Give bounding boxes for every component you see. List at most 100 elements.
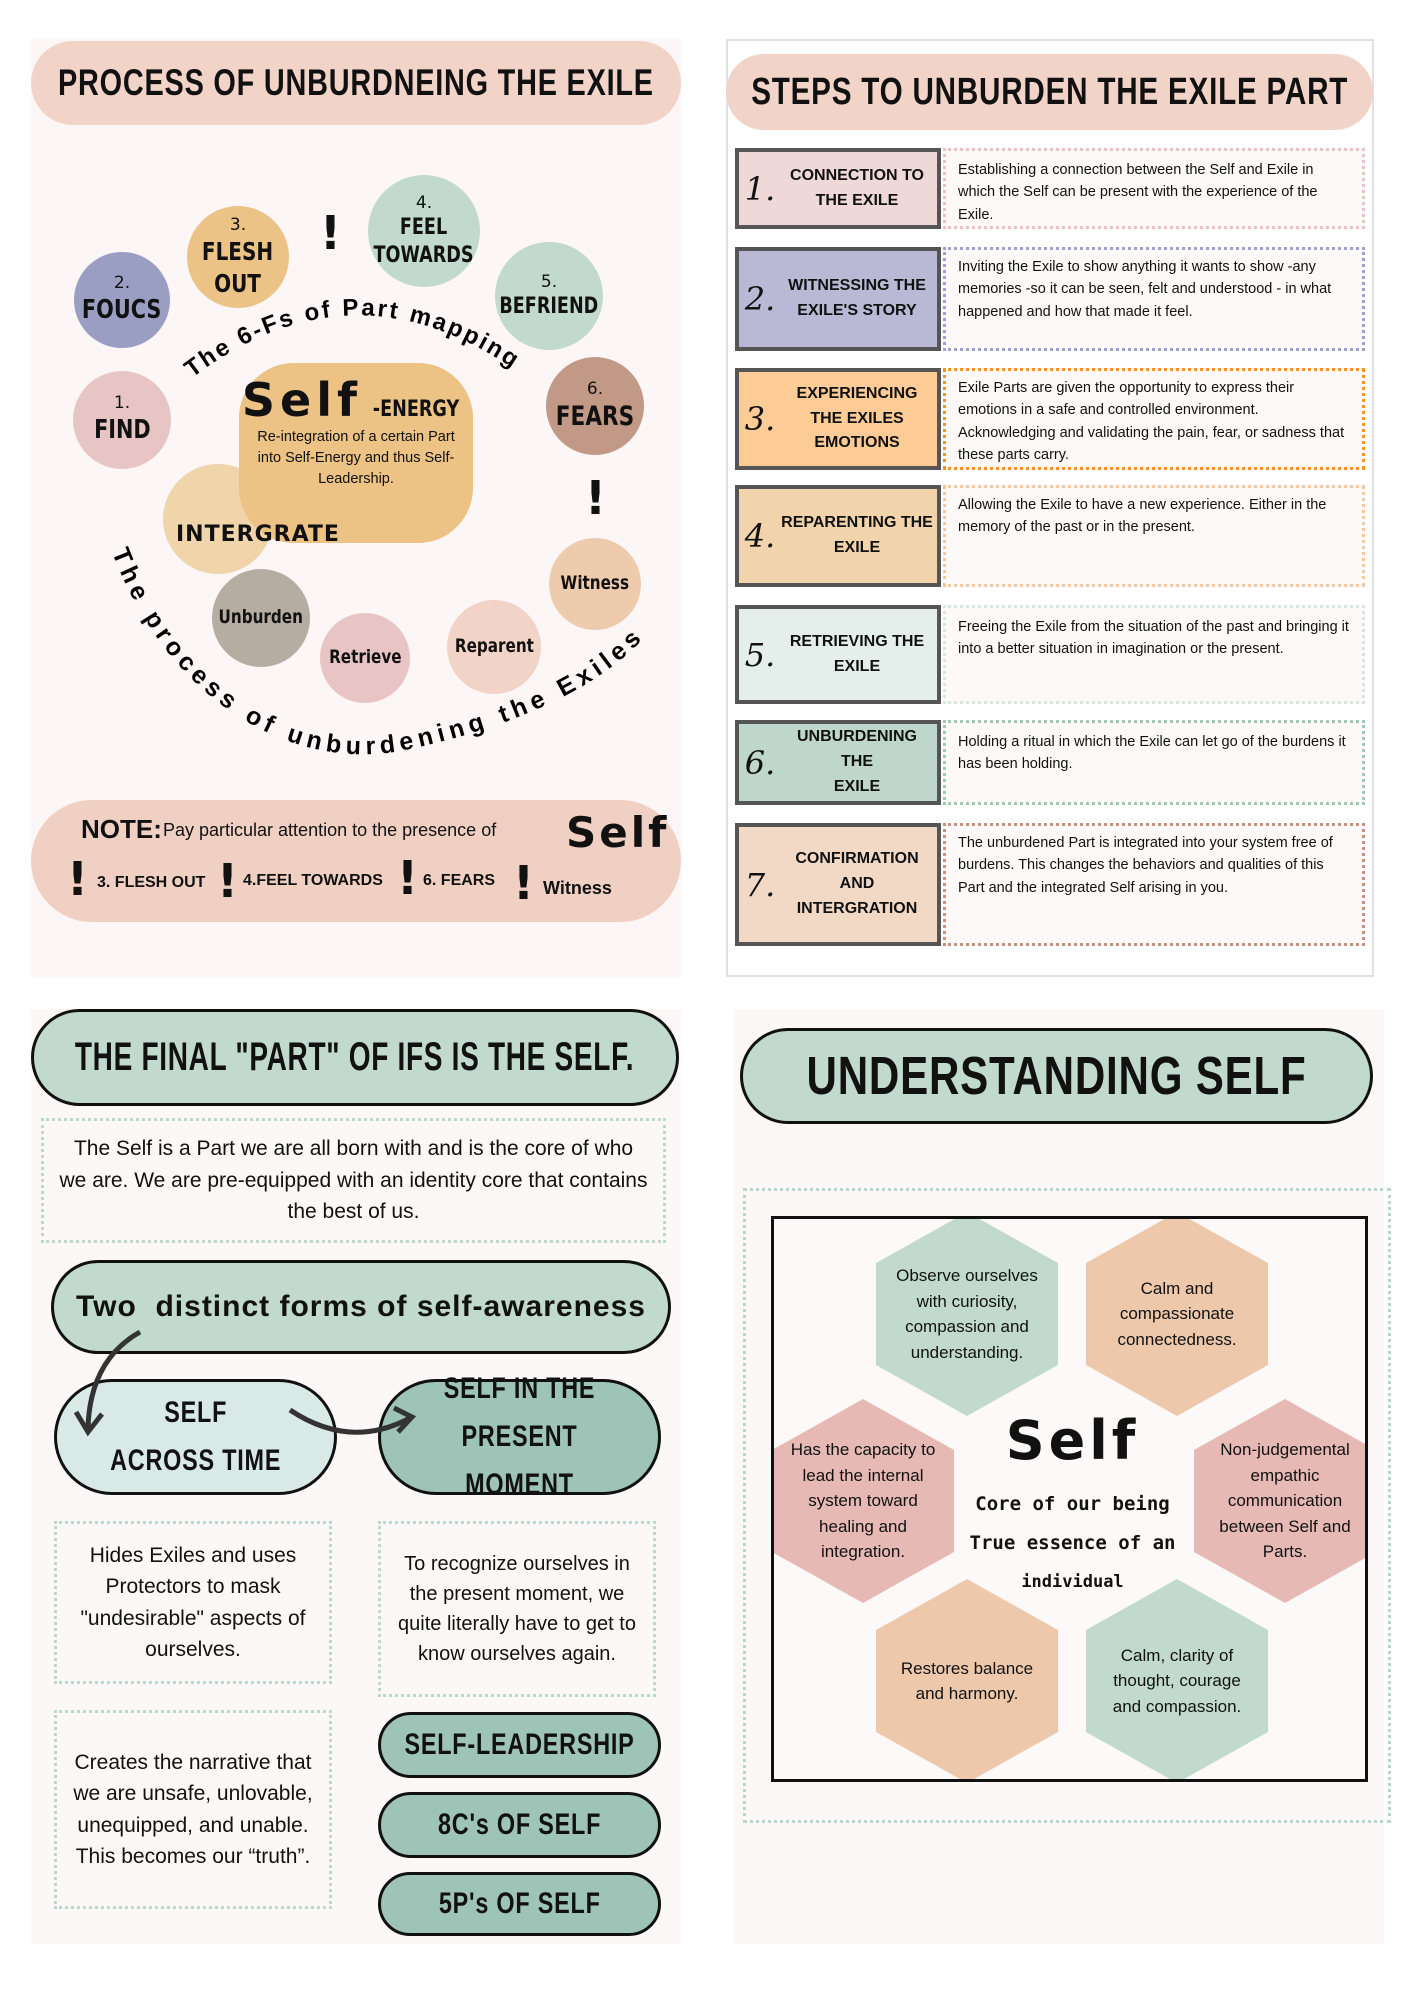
step-title: EXPERIENCING THE EXILES EMOTIONS [796,384,918,452]
note-item: 3. FLESH OUT [97,874,206,891]
process-title-text: PROCESS OF UNBURDNEING THE EXILE [58,62,654,103]
circle-label: Unburden [218,606,304,629]
step-title-box: 7.CONFIRMATION AND INTERGRATION [735,823,941,946]
step-description-box: Holding a ritual in which the Exile can … [943,720,1365,805]
circle-label: FOUCS [82,295,162,326]
curved-arrow-icon [73,1329,417,1437]
self-intro-box: The Self is a Part we are all born with … [41,1118,666,1243]
eight-cs-label: 8C's OF SELF [437,1808,602,1841]
circle-retrieve: Retrieve [320,613,410,703]
understanding-self-title-text: UNDERSTANDING SELF [806,1046,1307,1106]
circle-label: FIND [93,415,151,446]
self-diagram-frame: Observe ourselves with curiosity, compas… [771,1216,1368,1782]
circle-label: Retrieve [328,646,402,669]
arc-letter: t [388,297,400,325]
step-description: Allowing the Exile to have a new experie… [958,497,1327,536]
five-ps-button[interactable]: 5P's OF SELF [378,1872,661,1936]
across-time-text-2: Creates the narrative that we are unsafe… [73,1750,313,1869]
circle-label: FEARS [555,400,635,432]
step-title-box: 2.WITNESSING THE EXILE'S STORY [735,247,941,351]
exclamation-icon: ! [513,856,534,910]
circle-label: FLESH OUT [202,237,274,298]
self-present-moment-button[interactable]: SELF IN THE PRESENT MOMENT [378,1372,661,1501]
final-part-title-text: THE FINAL "PART" OF IFS IS THE SELF. [75,1035,635,1079]
arc-letter: g [464,708,487,739]
arc-letter: o [302,298,322,327]
exclamation-icon: ! [67,852,88,906]
arc-letter: u [284,719,307,750]
circle-feel-towards: 4.FEEL TOWARDS [368,175,480,287]
circle-number: 1. [113,393,131,414]
arc-letter: b [324,729,343,759]
final-part-title: THE FINAL "PART" OF IFS IS THE SELF. [31,1009,679,1106]
step-description-box: Exile Parts are given the opportunity to… [943,368,1365,470]
step-title: UNBURDENING THE EXILE [797,728,917,795]
circle-focus: 2.FOUCS [74,252,170,348]
step-number: 6. [744,743,776,782]
note-label: NOTE: [81,814,162,844]
step-title-box: 3. EXPERIENCING THE EXILES EMOTIONS [735,368,941,470]
circle-befriend: 5.BEFRIEND [495,242,603,350]
self-across-time-button[interactable]: SELF ACROSS TIME [54,1379,337,1495]
circle-label: Witness [560,572,630,595]
process-title: PROCESS OF UNBURDNEING THE EXILE [31,41,681,125]
arc-letter: d [378,730,397,760]
arc-letter: P [342,294,359,321]
step-description: Inviting the Exile to show anything it w… [958,259,1332,320]
self-intro-text: The Self is a Part we are all born with … [59,1137,648,1224]
note-text: Pay particular attention to the presence… [163,820,497,840]
self-quality-hexagon: Restores balance and harmony. [876,1579,1058,1779]
forms-title-text: Two distinct forms of self-awareness [76,1290,646,1323]
step-description-box: Establishing a connection between the Se… [943,148,1365,229]
self-word: Self [241,373,363,427]
step-number: 4. [744,517,776,555]
intergrate-label: INTERGRATE [176,522,340,547]
step-description: Freeing the Exile from the situation of … [958,619,1349,658]
exclamation-icon: ! [320,206,341,260]
hexagon-text: Has the capacity to lead the internal sy… [790,1440,936,1562]
arc-letter: a [361,294,376,322]
self-energy-box: Self -ENERGY Re-integration of a certain … [239,363,473,543]
step-description-box: Freeing the Exile from the situation of … [943,605,1365,704]
forms-title: Two distinct forms of self-awareness [51,1260,671,1354]
step-description: The unburdened Part is integrated into y… [958,835,1333,896]
arc-letter: f [320,296,333,324]
steps-title: STEPS TO UNBURDEN THE EXILE PART [726,54,1373,130]
self-quality-hexagon: Observe ourselves with curiosity, compas… [876,1219,1058,1416]
arc-letter: r [365,732,376,760]
circle-number: 2. [113,273,131,294]
step-title: REPARENTING THE EXILE [781,514,933,556]
arc-letter: n [415,722,436,753]
present-moment-box: To recognize ourselves in the present mo… [378,1521,656,1697]
hexagon-text: Observe ourselves with curiosity, compas… [896,1266,1038,1362]
step-number: 3. [744,400,776,438]
circle-fears: 6.FEARS [546,357,644,455]
arc-letter: i [434,719,448,748]
circle-number: 3. [229,215,247,236]
energy-suffix: -ENERGY [372,397,460,422]
self-energy-description: Re-integration of a certain Part into Se… [257,429,455,488]
self-diagram-dotted-frame [743,1188,1391,1823]
steps-title-text: STEPS TO UNBURDEN THE EXILE PART [751,70,1348,113]
circle-reparent: Reparent [447,600,541,694]
step-description: Exile Parts are given the opportunity to… [958,380,1345,464]
self-quality-hexagon: Calm, clarity of thought, courage and co… [1086,1579,1268,1779]
circle-find: 1.FIND [73,371,171,469]
step-title-box: 4.REPARENTING THE EXILE [735,485,941,587]
step-number: 7. [744,865,776,904]
arc-letter: e [396,726,416,756]
self-present-label: SELF IN THE PRESENT MOMENT [443,1372,596,1501]
self-leadership-button[interactable]: SELF-LEADERSHIP [378,1712,661,1778]
arc-letter: u [345,732,362,761]
self-center-title: Self [1005,1409,1140,1472]
self-quality-hexagon: Has the capacity to lead the internal sy… [774,1399,954,1603]
eight-cs-button[interactable]: 8C's OF SELF [378,1792,661,1858]
self-quality-hexagon: Non-judgemental empathic communication b… [1194,1399,1365,1603]
circle-label: BEFRIEND [499,293,599,319]
exclamation-icon: ! [397,851,418,905]
circle-number: 4. [415,192,433,213]
step-number: 2. [744,280,776,318]
note-item: 4.FEEL TOWARDS [243,872,383,889]
step-description-box: Allowing the Exile to have a new experie… [943,485,1365,587]
